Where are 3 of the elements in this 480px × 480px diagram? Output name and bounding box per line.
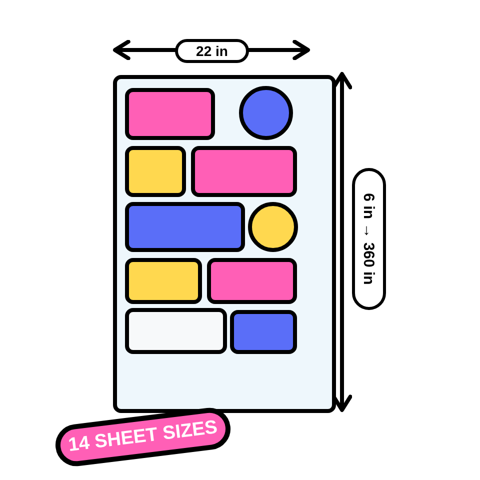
sheet-sizes-badge: 14 SHEET SIZES — [53, 405, 233, 469]
dimension-label: 22 in — [175, 39, 249, 63]
dimension-label: 6 in → 360 in — [352, 168, 386, 310]
